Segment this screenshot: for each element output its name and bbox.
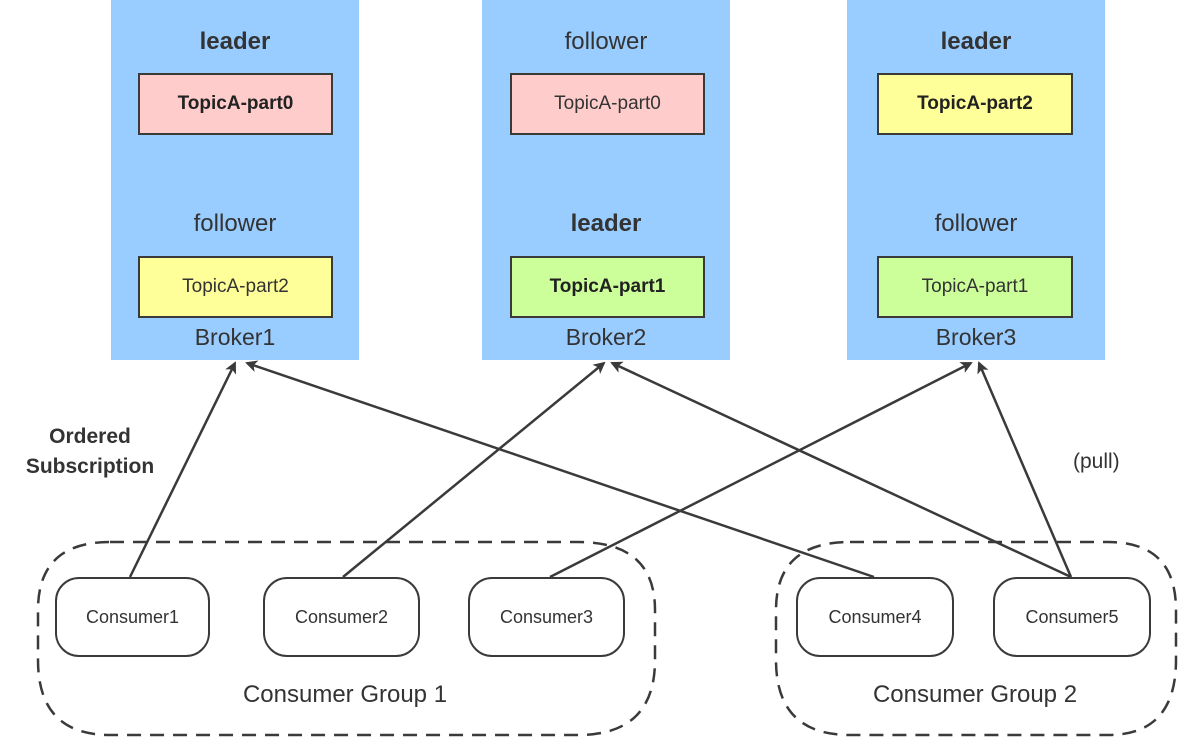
pull-label: (pull) [1073, 450, 1120, 473]
partition-box: TopicA-part0 [510, 73, 705, 135]
broker-2-label: Broker2 [565, 324, 647, 350]
arrow-consumer5-to-broker2 [610, 361, 1072, 579]
consumer-group-1-label: Consumer Group 1 [242, 681, 448, 708]
broker-3-role-2: follower [934, 210, 1018, 237]
consumer-group-2-label: Consumer Group 2 [872, 681, 1078, 708]
broker-2-role-2: leader [570, 210, 642, 237]
arrow-consumer2-to-broker2 [342, 361, 606, 578]
broker-3: leader TopicA-part2 follower TopicA-part… [847, 0, 1105, 360]
connection-lines [128, 360, 1073, 579]
consumer-3: Consumer3 [468, 577, 625, 657]
broker-1-role-2: follower [193, 210, 277, 237]
partition-box: TopicA-part1 [510, 256, 705, 318]
consumer-4: Consumer4 [796, 577, 954, 657]
partition-box: TopicA-part1 [877, 256, 1073, 318]
broker-2: follower TopicA-part0 leader TopicA-part… [482, 0, 730, 360]
arrow-consumer4-to-broker1 [245, 360, 875, 579]
arrow-consumer1-to-broker1 [128, 361, 237, 578]
arrow-consumer5-to-broker3 [977, 361, 1073, 578]
broker-3-label: Broker3 [935, 324, 1017, 350]
consumer-5: Consumer5 [993, 577, 1151, 657]
broker-2-role-1: follower [564, 28, 648, 55]
ordered-label-line-1: Ordered [49, 425, 131, 448]
broker-1: leader TopicA-part0 follower TopicA-part… [111, 0, 359, 360]
consumer-2: Consumer2 [263, 577, 420, 657]
partition-box: TopicA-part2 [877, 73, 1073, 135]
consumer-1: Consumer1 [55, 577, 210, 657]
consumer-group-1-border [36, 540, 657, 737]
broker-3-role-1: leader [940, 28, 1012, 55]
broker-1-label: Broker1 [194, 324, 276, 350]
ordered-subscription-label: Ordered Subscription [10, 422, 170, 482]
broker-1-role-1: leader [199, 28, 271, 55]
consumer-group-2-border [774, 540, 1178, 737]
arrow-consumer3-to-broker3 [549, 361, 973, 579]
partition-box: TopicA-part0 [138, 73, 333, 135]
partition-box: TopicA-part2 [138, 256, 333, 318]
ordered-label-line-2: Subscription [25, 455, 155, 478]
